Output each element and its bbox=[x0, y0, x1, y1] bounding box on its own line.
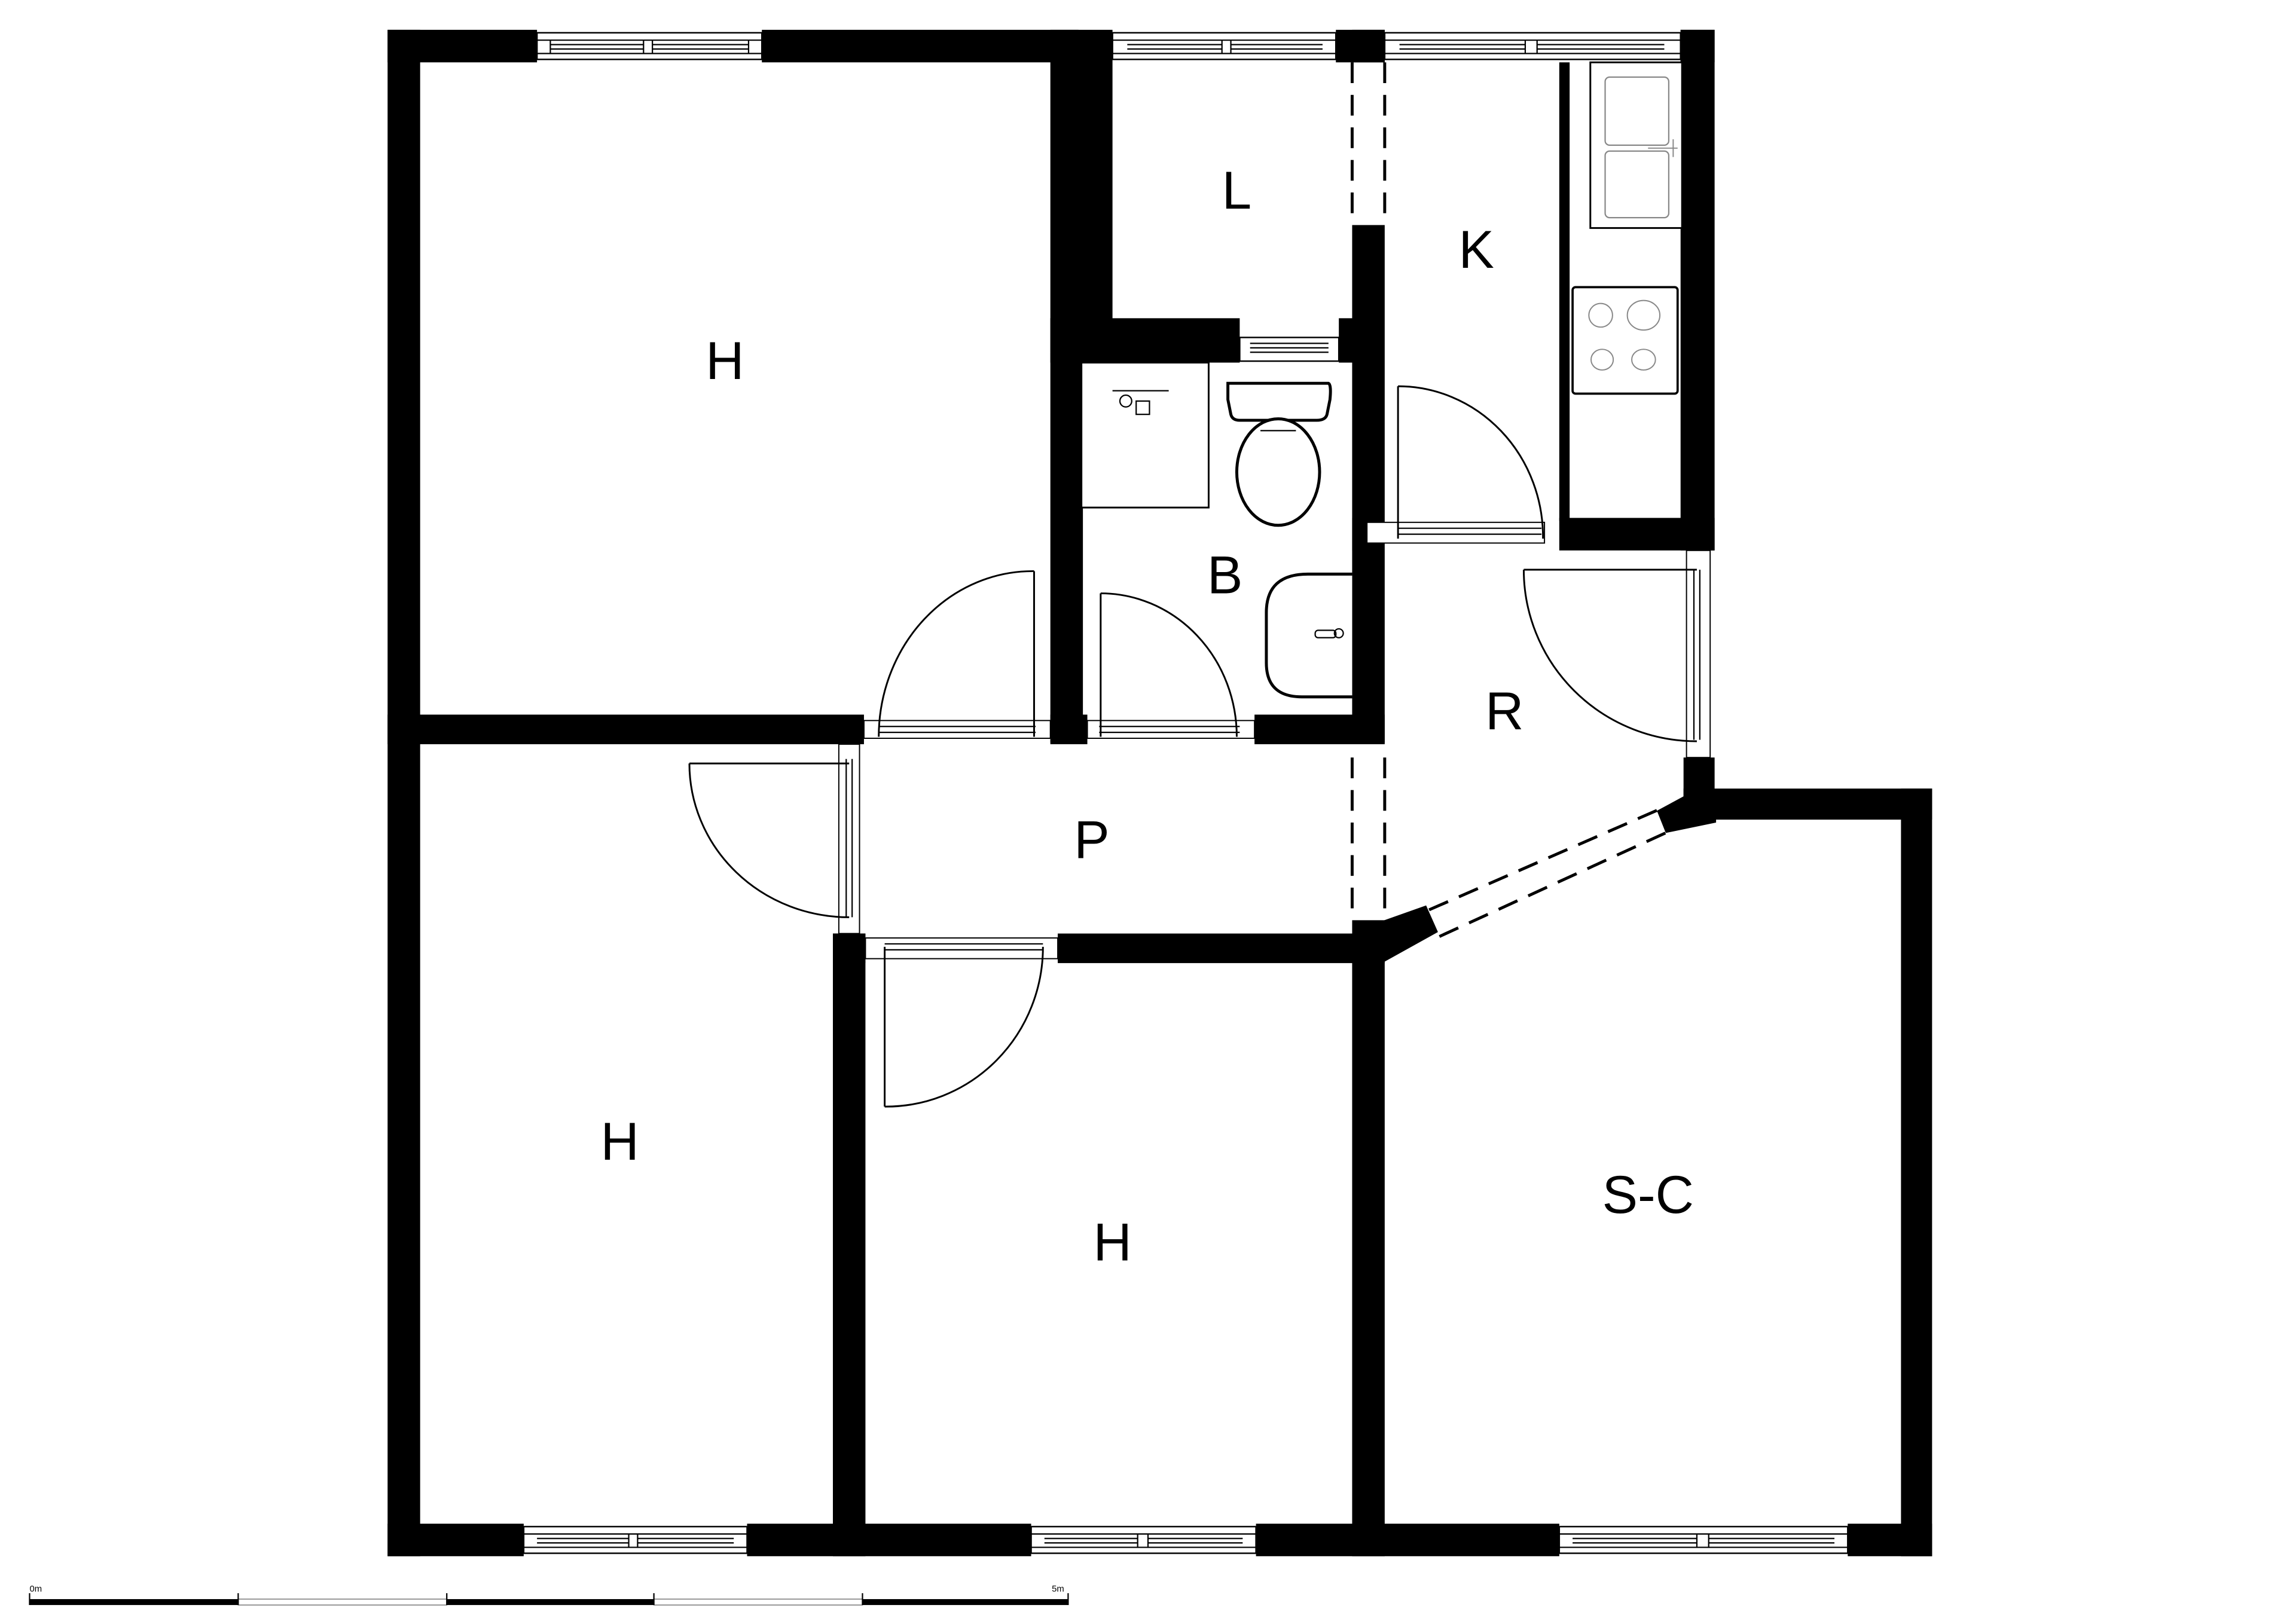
washbasin bbox=[1265, 572, 1352, 699]
room-label-bedroom-top: H bbox=[706, 331, 744, 390]
doors bbox=[688, 385, 1711, 1108]
door-middle-bedroom[interactable] bbox=[865, 937, 1059, 1108]
room-label-bedroom-left: H bbox=[601, 1111, 639, 1171]
window-top-storage bbox=[1112, 32, 1337, 60]
door-entrance[interactable] bbox=[1522, 549, 1711, 759]
room-labels: H L K B R P H H S-C bbox=[601, 160, 1694, 1271]
kitchen-sink bbox=[1589, 61, 1683, 229]
scale-start-label: 0m bbox=[29, 1585, 42, 1594]
door-kitchen[interactable] bbox=[1366, 385, 1546, 544]
scale-bar: 0m 5m bbox=[29, 1585, 1069, 1606]
shower bbox=[1080, 362, 1210, 509]
walls bbox=[387, 29, 1932, 1557]
door-top-bedroom[interactable] bbox=[863, 570, 1051, 739]
windows bbox=[523, 32, 1849, 1554]
room-label-kitchen: K bbox=[1459, 219, 1494, 279]
door-bathroom[interactable] bbox=[1086, 592, 1256, 739]
door-left-bedroom[interactable] bbox=[688, 743, 860, 934]
room-label-storage: L bbox=[1222, 160, 1252, 220]
room-label-bathroom: B bbox=[1207, 545, 1242, 605]
scale-end-label: 5m bbox=[1052, 1585, 1064, 1594]
window-bottom-left-bedroom bbox=[523, 1526, 748, 1554]
window-top-bedroom bbox=[536, 32, 763, 60]
window-bottom-living bbox=[1558, 1526, 1849, 1554]
open-passages bbox=[1350, 62, 1669, 938]
toilet bbox=[1226, 381, 1332, 527]
room-label-hallway: P bbox=[1074, 809, 1109, 869]
stove bbox=[1571, 286, 1679, 395]
window-bottom-middle-bedroom bbox=[1030, 1526, 1257, 1554]
room-label-bedroom-middle: H bbox=[1093, 1212, 1131, 1271]
window-bathroom bbox=[1239, 337, 1340, 362]
window-top-kitchen bbox=[1384, 32, 1681, 60]
room-label-entrance: R bbox=[1485, 681, 1523, 741]
room-label-living-dining: S-C bbox=[1602, 1164, 1694, 1224]
